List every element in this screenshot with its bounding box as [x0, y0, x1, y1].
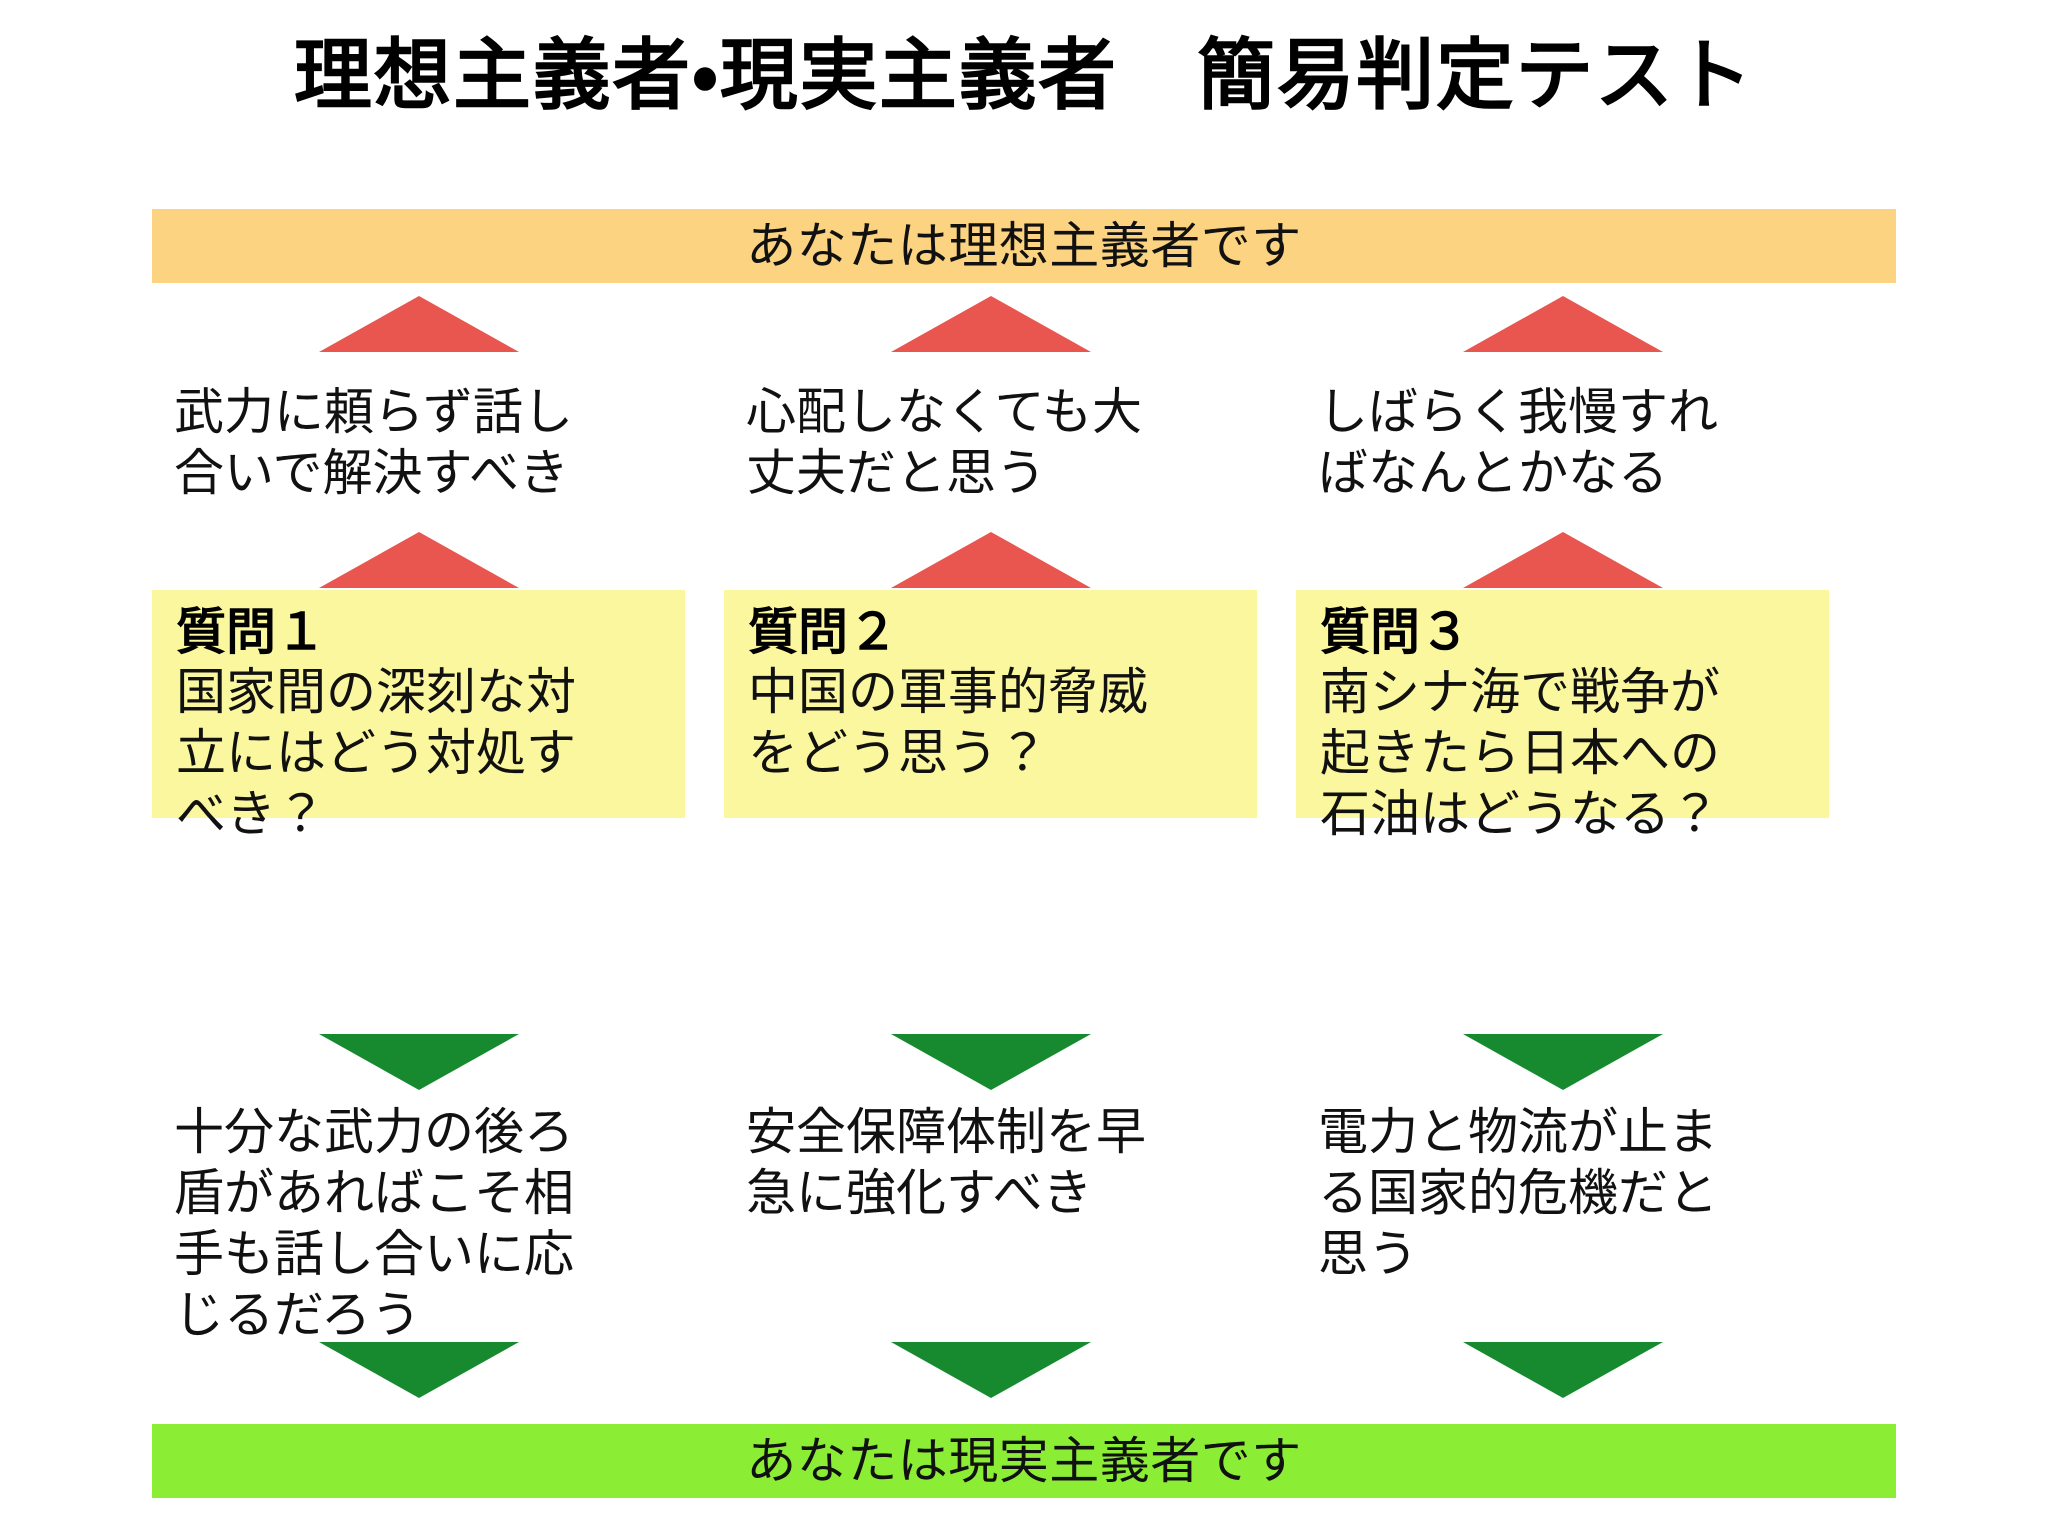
arrow-row-bottom-2 [724, 1342, 1257, 1398]
question-text-1: 国家間の深刻な対 立にはどう対処す べき？ [176, 663, 576, 843]
arrow-down-icon [318, 1034, 519, 1090]
question-label-3: 質問３ [1320, 603, 1470, 661]
question-column-2: 心配しなくても大 丈夫だと思う 質問２ 中国の軍事的脅威 をどう思う？ 安全保障… [724, 296, 1257, 1406]
realist-answer-1: 十分な武力の後ろ 盾があればこそ相 手も話し合いに応 じるだろう [174, 1103, 574, 1344]
page-title: 理想主義者・現実主義者 簡易判定テスト [293, 31, 1755, 121]
question-column-1: 武力に頼らず話し 合いで解決すべき 質問１ 国家間の深刻な対 立にはどう対処す … [152, 296, 685, 1406]
arrow-up-icon [890, 296, 1091, 352]
arrow-row-mid-3 [1296, 532, 1829, 588]
question-box-1[interactable]: 質問１ 国家間の深刻な対 立にはどう対処す べき？ [152, 590, 685, 843]
arrow-row-top-1 [152, 296, 685, 352]
idealist-answer-2: 心配しなくても大 丈夫だと思う [746, 383, 1142, 502]
arrow-up-icon [1462, 296, 1663, 352]
arrow-down-icon [890, 1034, 1091, 1090]
arrow-up-icon [318, 532, 519, 588]
question-columns: 武力に頼らず話し 合いで解決すべき 質問１ 国家間の深刻な対 立にはどう対処す … [152, 296, 1896, 1406]
question-text-2: 中国の軍事的脅威 をどう思う？ [748, 663, 1148, 782]
arrow-row-mid2-3 [1296, 1034, 1829, 1090]
question-label-2: 質問２ [748, 603, 898, 661]
arrow-row-bottom-1 [152, 1342, 685, 1398]
arrow-down-icon [318, 1342, 519, 1398]
idealist-answer-1: 武力に頼らず話し 合いで解決すべき [174, 383, 573, 502]
arrow-row-mid-1 [152, 532, 685, 588]
question-text-3: 南シナ海で戦争が 起きたら日本への 石油はどうなる？ [1320, 663, 1720, 843]
arrow-down-icon [890, 1342, 1091, 1398]
question-box-3[interactable]: 質問３ 南シナ海で戦争が 起きたら日本への 石油はどうなる？ [1296, 590, 1829, 843]
question-column-3: しばらく我慢すれ ばなんとかなる 質問３ 南シナ海で戦争が 起きたら日本への 石… [1296, 296, 1829, 1406]
realist-answer-3: 電力と物流が止ま る国家的危機だと 思う [1318, 1103, 1718, 1283]
arrow-row-mid-2 [724, 532, 1257, 588]
arrow-up-icon [318, 296, 519, 352]
arrow-up-icon [1462, 532, 1663, 588]
arrow-down-icon [1462, 1034, 1663, 1090]
question-box-2[interactable]: 質問２ 中国の軍事的脅威 をどう思う？ [724, 590, 1257, 818]
arrow-up-icon [890, 532, 1091, 588]
realist-result-banner: あなたは現実主義者です [152, 1424, 1896, 1498]
realist-answer-2: 安全保障体制を早 急に強化すべき [746, 1103, 1146, 1222]
arrow-row-top-3 [1296, 296, 1829, 352]
arrow-row-mid2-1 [152, 1034, 685, 1090]
idealist-result-banner: あなたは理想主義者です [152, 209, 1896, 283]
arrow-down-icon [1462, 1342, 1663, 1398]
arrow-row-bottom-3 [1296, 1342, 1829, 1398]
idealist-answer-3: しばらく我慢すれ ばなんとかなる [1318, 383, 1718, 502]
question-label-1: 質問１ [176, 603, 326, 661]
arrow-row-mid2-2 [724, 1034, 1257, 1090]
arrow-row-top-2 [724, 296, 1257, 352]
